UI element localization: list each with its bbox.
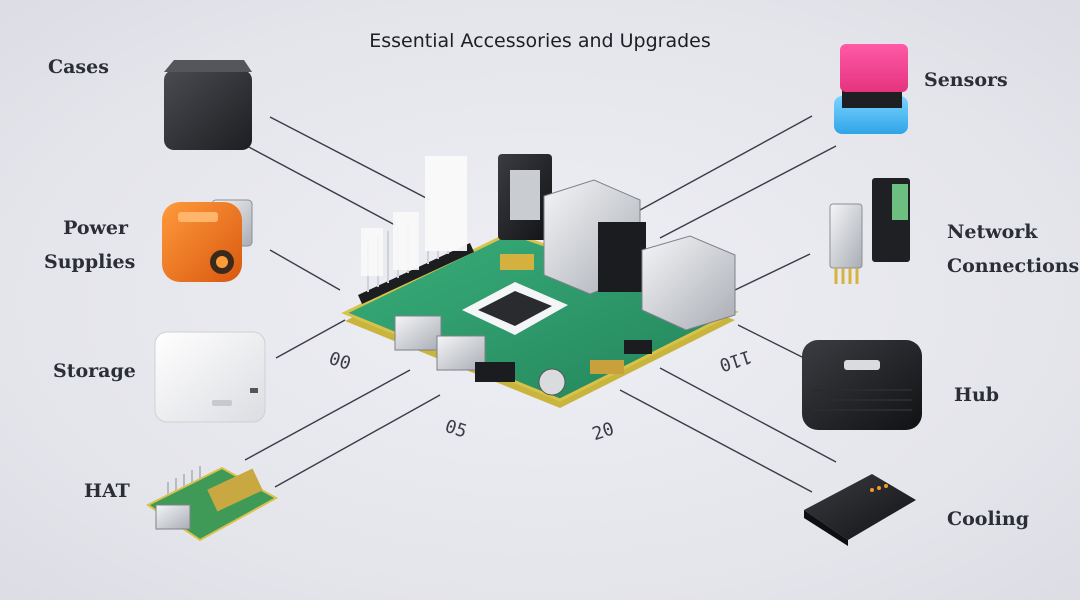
connector-line-sensors-2 — [659, 145, 837, 239]
board-marking-00: 00 — [326, 348, 353, 375]
label-sensors: Sensors — [924, 63, 1008, 97]
label-network-connections: Network Connections — [947, 215, 1079, 283]
hub-illustration — [802, 340, 922, 430]
label-cooling: Cooling — [947, 502, 1029, 536]
connector-line-hat-2 — [274, 394, 441, 488]
connector-lines — [244, 115, 837, 493]
connector-line-cases — [269, 116, 431, 201]
connector-line-sensors — [639, 115, 813, 211]
label-hub-text: Hub — [954, 384, 1000, 406]
sensor-illustration — [834, 44, 908, 134]
label-storage-text: Storage — [53, 360, 136, 382]
connector-line-network — [734, 253, 811, 291]
label-network-line-2: Connections — [947, 255, 1080, 277]
connector-line-cases-2 — [244, 144, 396, 226]
connector-line-hub — [737, 324, 813, 363]
label-power-line-1: Power — [63, 217, 128, 239]
label-power-line-2: Supplies — [44, 251, 136, 273]
label-hat-text: HAT — [84, 480, 130, 502]
connector-line-power — [269, 249, 341, 291]
battery-cell — [538, 368, 566, 396]
label-sensors-text: Sensors — [924, 69, 1008, 91]
label-hub: Hub — [954, 378, 999, 412]
connector-line-storage — [275, 319, 346, 359]
cooling-illustration — [804, 474, 916, 546]
board-marking-20: 20 — [590, 418, 617, 445]
connector-line-hat — [244, 369, 411, 461]
diagram-title: Essential Accessories and Upgrades — [369, 30, 711, 52]
case-illustration — [164, 60, 252, 150]
label-power-supplies: Power Supplies — [44, 211, 136, 279]
label-cases-text: Cases — [48, 56, 109, 78]
label-hat: HAT — [84, 474, 130, 508]
hat-illustration — [146, 466, 279, 542]
label-storage: Storage — [53, 354, 136, 388]
network-module-illustration — [829, 178, 910, 284]
board-marking-05: 05 — [442, 416, 469, 443]
label-cases: Cases — [48, 50, 109, 84]
connector-line-cooling-2 — [619, 389, 813, 493]
label-network-line-1: Network — [947, 221, 1038, 243]
power-supply-illustration — [162, 199, 253, 282]
connector-line-cooling — [659, 367, 837, 463]
storage-illustration — [154, 331, 266, 423]
label-cooling-text: Cooling — [947, 508, 1030, 530]
board-marking-110: 110 — [717, 345, 754, 375]
raspberry-pi-board: 00 05 20 110 — [326, 154, 754, 445]
